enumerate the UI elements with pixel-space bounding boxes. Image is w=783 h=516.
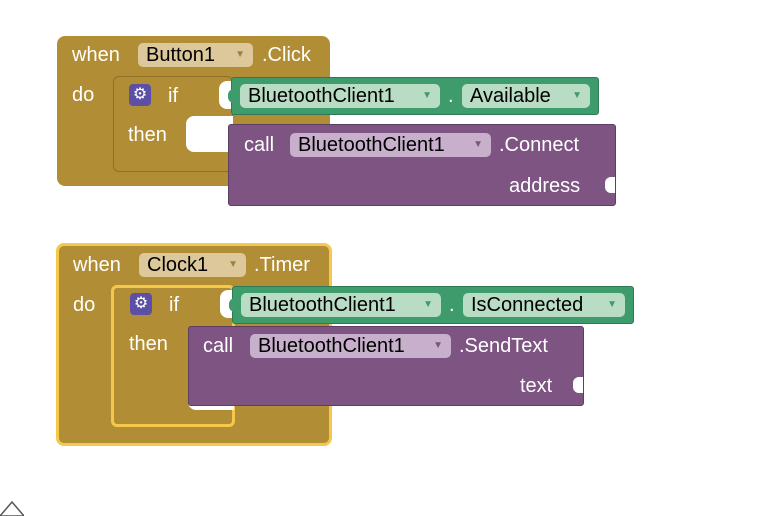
triangle-down-icon: ▼ <box>473 139 483 150</box>
then-label: then <box>128 124 167 146</box>
do-label: do <box>72 84 95 106</box>
gear-icon[interactable]: ⚙ <box>129 84 151 106</box>
property-dropdown-available[interactable]: Available ▼ <box>462 84 590 108</box>
component-dropdown-clock1[interactable]: Clock1 ▼ <box>139 253 246 277</box>
triangle-down-icon: ▼ <box>572 90 582 101</box>
block-tab <box>228 89 236 103</box>
component-dropdown-bluetooth[interactable]: BluetoothClient1 ▼ <box>290 133 491 157</box>
dropdown-label: BluetoothClient1 <box>249 294 396 316</box>
dropdown-label: BluetoothClient1 <box>258 335 405 357</box>
do-label: do <box>73 294 96 316</box>
method-name-label: .Connect <box>499 134 580 156</box>
dot-label: . <box>449 294 455 316</box>
triangle-down-icon: ▼ <box>607 299 617 310</box>
argument-label: address <box>509 175 581 197</box>
dropdown-label: Button1 <box>146 44 215 66</box>
when-label: when <box>72 44 120 66</box>
gear-icon[interactable]: ⚙ <box>130 293 152 315</box>
triangle-down-icon: ▼ <box>235 49 245 60</box>
argument-label: text <box>520 375 553 397</box>
socket-notch <box>573 377 583 393</box>
dropdown-label: Clock1 <box>147 254 209 276</box>
triangle-down-icon: ▼ <box>433 340 443 351</box>
dot-label: . <box>448 85 454 107</box>
call-label: call <box>244 134 275 156</box>
if-label: if <box>169 294 179 316</box>
component-dropdown-bluetooth[interactable]: BluetoothClient1 ▼ <box>250 334 451 358</box>
block-tab <box>229 298 237 312</box>
component-dropdown-bluetooth[interactable]: BluetoothClient1 ▼ <box>241 293 441 317</box>
condition-socket <box>219 81 231 109</box>
dropdown-label: Available <box>470 85 551 107</box>
call-label: call <box>203 335 234 357</box>
component-dropdown-bluetooth[interactable]: BluetoothClient1 ▼ <box>240 84 440 108</box>
when-label: when <box>73 254 121 276</box>
condition-socket <box>220 290 234 318</box>
dropdown-label: BluetoothClient1 <box>248 85 395 107</box>
then-socket <box>186 116 233 152</box>
property-dropdown-isconnected[interactable]: IsConnected ▼ <box>463 293 625 317</box>
component-dropdown-button1[interactable]: Button1 ▼ <box>138 43 253 67</box>
triangle-down-icon: ▼ <box>423 299 433 310</box>
triangle-down-icon: ▼ <box>422 90 432 101</box>
then-label: then <box>129 333 168 355</box>
up-triangle-icon[interactable] <box>0 498 24 516</box>
event-name-label: .Click <box>262 44 311 66</box>
socket-notch <box>605 177 615 193</box>
event-name-label: .Timer <box>254 254 310 276</box>
triangle-down-icon: ▼ <box>228 259 238 270</box>
dropdown-label: BluetoothClient1 <box>298 134 445 156</box>
dropdown-label: IsConnected <box>471 294 584 316</box>
if-label: if <box>168 85 178 107</box>
method-name-label: .SendText <box>459 335 548 357</box>
